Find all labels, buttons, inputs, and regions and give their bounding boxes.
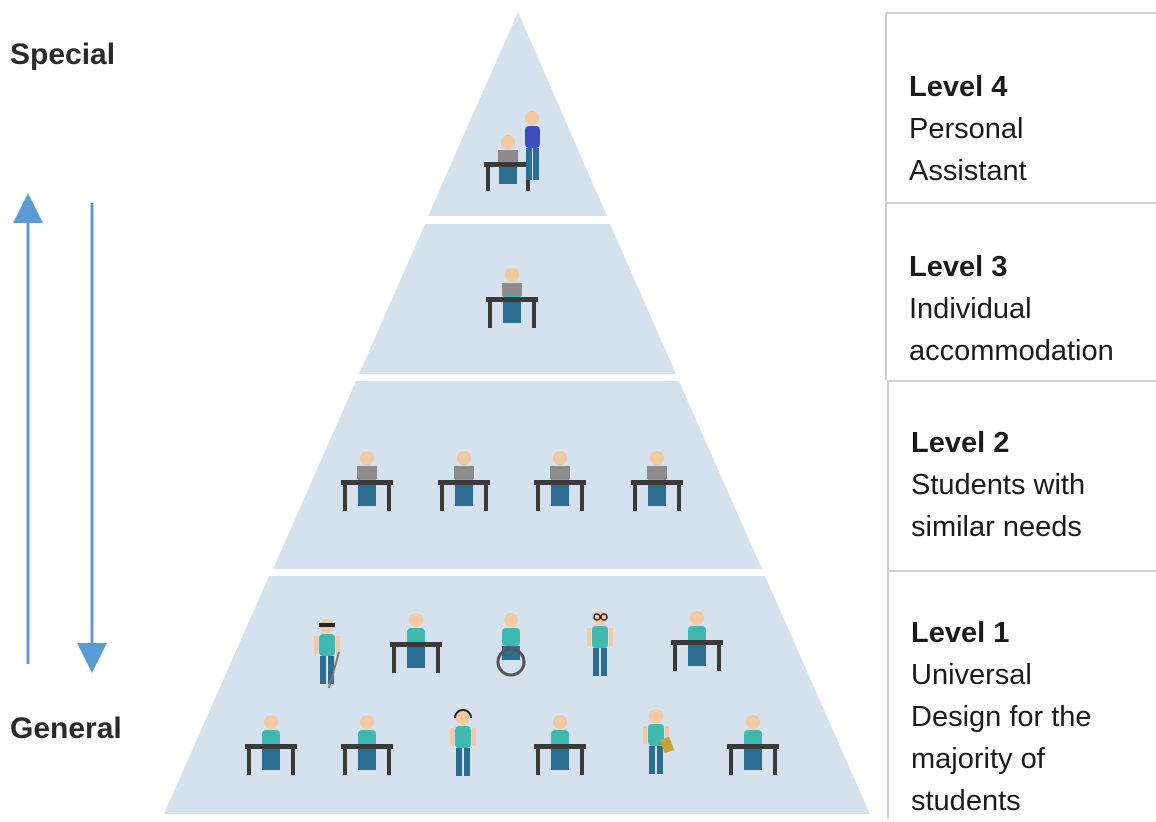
level-4-title: Level 4 <box>909 71 1008 103</box>
student-at-desk-laptop-icon <box>341 451 393 511</box>
student-at-desk-icon <box>727 715 779 775</box>
level-3-title: Level 3 <box>909 251 1008 283</box>
pyramid-tier-level1 <box>164 576 870 814</box>
student-with-assistant-icon <box>484 111 540 191</box>
level-4-box: Level 4 Personal Assistant <box>885 12 1156 202</box>
person-with-book-icon <box>643 709 675 774</box>
student-at-desk-icon <box>390 613 442 673</box>
student-at-desk-laptop-icon <box>631 451 683 511</box>
wheelchair-user-icon <box>496 613 526 677</box>
student-at-desk-laptop-icon <box>438 451 490 511</box>
student-at-desk-icon <box>341 715 393 775</box>
level-2-box: Level 2 Students with similar needs <box>887 380 1156 570</box>
pyramid-tier-level2 <box>273 381 762 569</box>
level-1-box: Level 1 Universal Design for the majorit… <box>887 570 1156 819</box>
student-at-desk-icon <box>245 715 297 775</box>
student-at-desk-laptop-icon <box>486 268 538 328</box>
level-3-box: Level 3 Individual accommodation <box>885 202 1156 380</box>
student-at-desk-icon <box>671 611 723 671</box>
blind-person-cane-icon <box>314 619 340 689</box>
student-at-desk-laptop-icon <box>534 451 586 511</box>
level-2-title: Level 2 <box>911 427 1010 459</box>
level-1-title: Level 1 <box>911 617 1010 649</box>
top-axis-label: Special <box>10 38 116 71</box>
level-2-description: Students with similar needs <box>911 469 1086 543</box>
student-at-desk-icon <box>534 715 586 775</box>
pyramid-tier-level4 <box>428 12 607 216</box>
bottom-axis-label: General <box>10 712 122 745</box>
figures-layer <box>245 111 779 776</box>
person-headphones-icon <box>450 709 476 776</box>
level-4-description: Personal Assistant <box>909 113 1027 187</box>
person-glasses-icon <box>587 611 613 676</box>
level-1-description: Universal Design for the majority of stu… <box>911 659 1092 817</box>
level-3-description: Individual accommodation <box>909 293 1114 367</box>
